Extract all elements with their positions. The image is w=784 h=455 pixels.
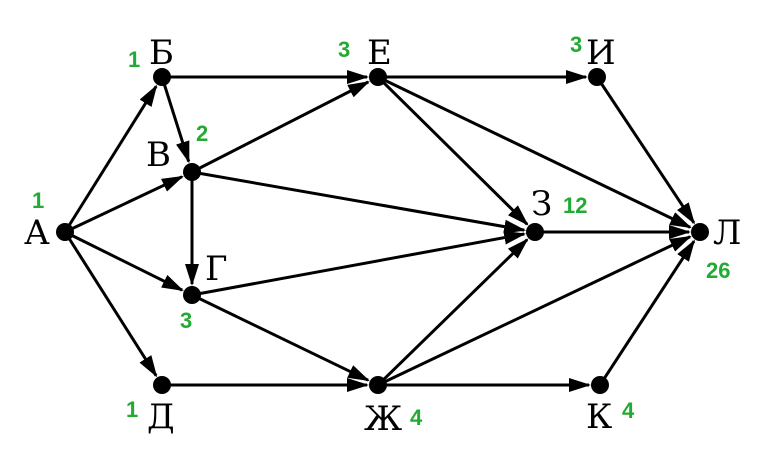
node-count-Z: 12 [563,193,587,218]
node-L [691,223,709,241]
node-label-L: Л [713,213,741,253]
node-count-E: 3 [338,37,350,62]
edge-Zh-Z [376,238,529,387]
edge-A-V [64,175,184,234]
node-A [56,223,74,241]
node-V [183,163,201,181]
edge-E-L [377,75,692,229]
edge-V-E [191,80,370,174]
node-G [183,286,201,304]
edge-B-V [160,76,191,164]
node-count-B: 1 [128,47,140,72]
edge-K-L [598,239,696,386]
node-count-L: 26 [706,258,730,283]
node-count-G: 3 [180,308,192,333]
node-label-Zh: Ж [364,399,402,439]
node-count-V: 2 [196,121,208,146]
node-I [588,68,606,86]
node-count-D: 1 [126,397,138,422]
node-count-I: 3 [570,32,582,57]
node-label-V: В [146,135,171,175]
edge-A-G [64,230,184,292]
node-label-E: Е [367,33,392,73]
node-label-Z: З [531,184,552,224]
node-count-Zh: 4 [410,405,423,430]
edge-V-Z [191,170,527,234]
edge-A-D [63,231,158,378]
node-E [369,68,387,86]
edges-group [63,70,696,392]
node-label-K: К [586,397,612,437]
node-Zh [369,376,387,394]
node-count-K: 4 [622,398,635,423]
node-label-A: А [24,213,50,253]
node-count-A: 1 [32,188,44,213]
edge-Zh-L [377,235,692,387]
node-label-D: Д [147,397,175,437]
node-K [591,376,609,394]
node-label-B: Б [149,33,174,73]
nodes-group [56,68,709,394]
node-label-G: Г [205,249,228,289]
edge-G-Z [191,230,527,297]
node-label-I: И [586,33,616,73]
edge-A-B [63,84,158,233]
node-Z [526,223,544,241]
edge-G-Zh [191,293,370,382]
edge-I-L [595,76,696,225]
edge-E-Z [376,75,529,226]
node-D [153,376,171,394]
node-B [153,68,171,86]
